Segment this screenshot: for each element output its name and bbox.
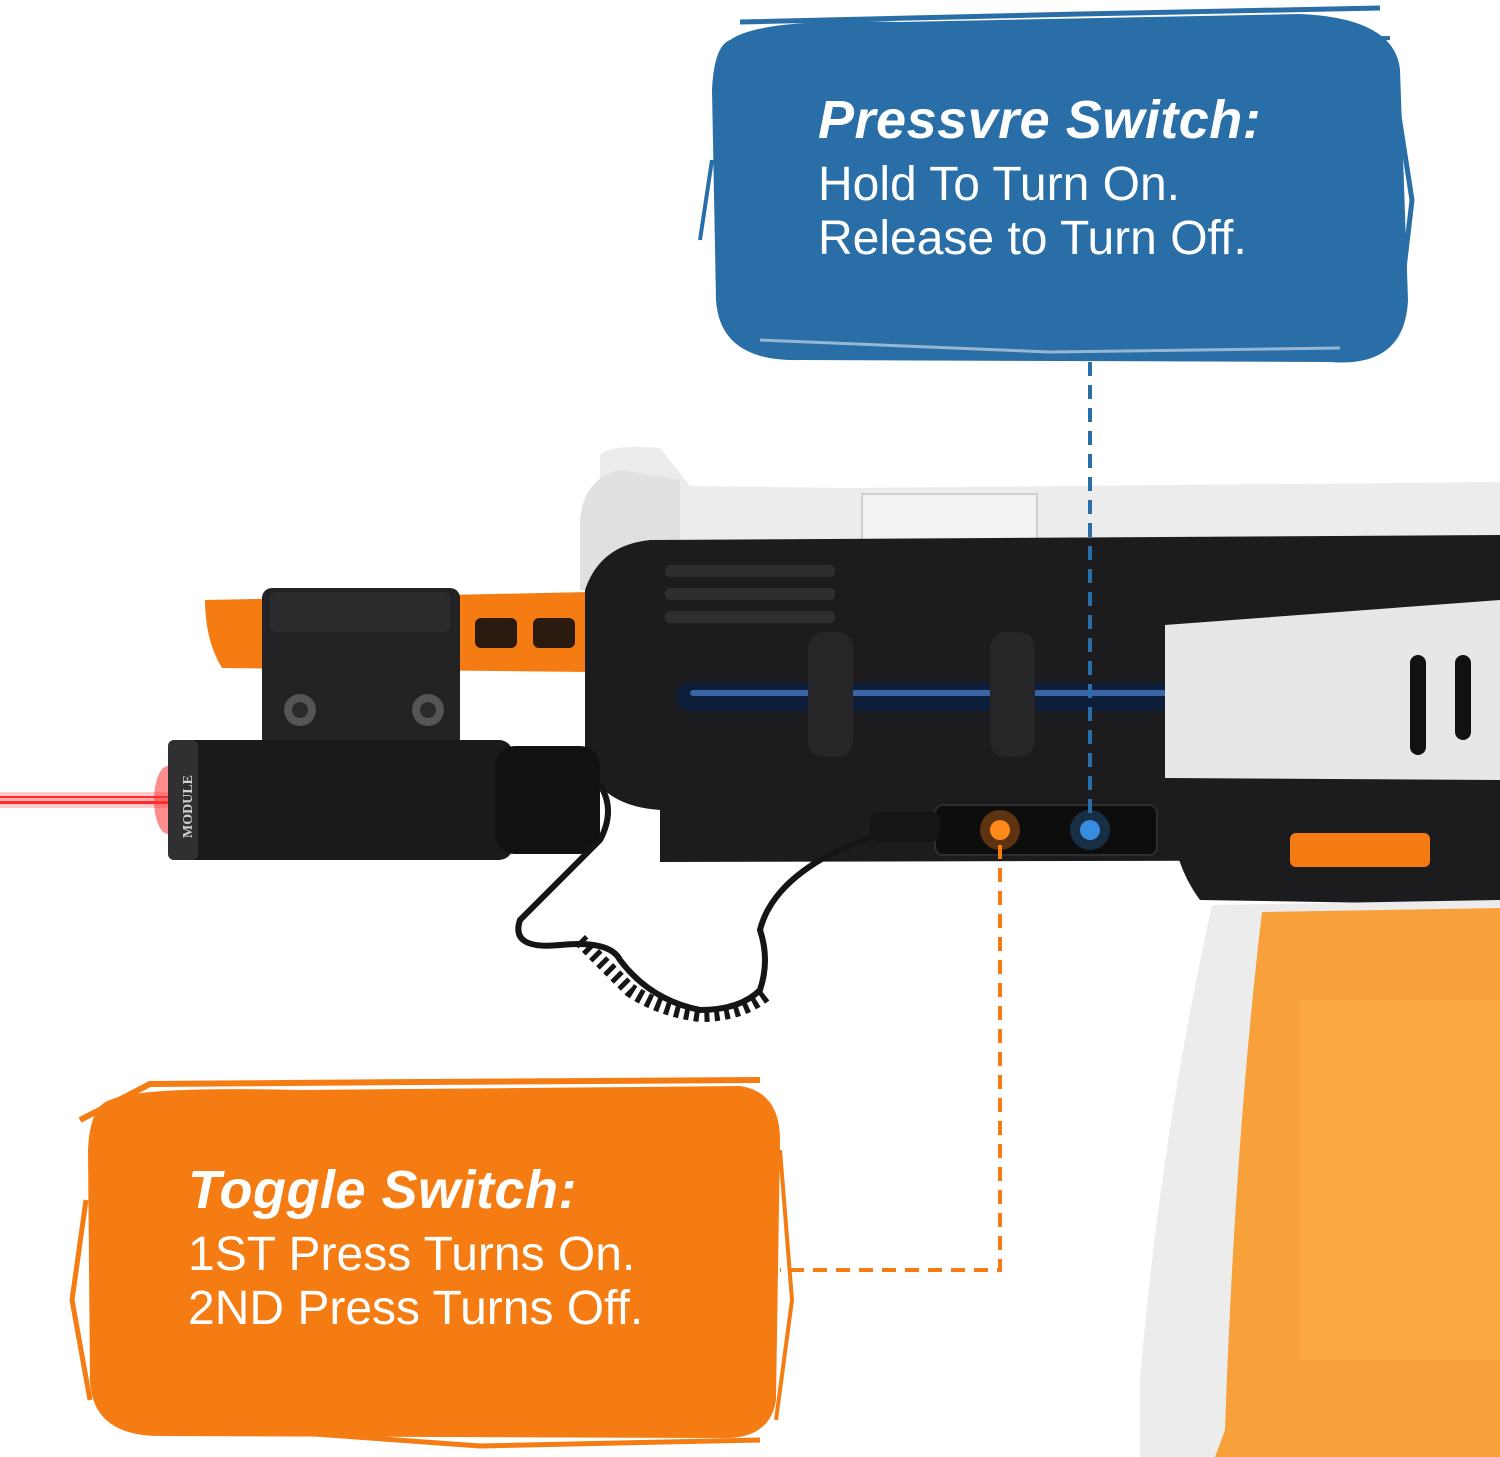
laser-module-label: MODULE — [181, 775, 196, 838]
laser-beam — [0, 766, 182, 834]
toggle-switch-callout: Toggle Switch: 1ST Press Turns On. 2ND P… — [188, 1160, 643, 1336]
pressure-switch-callout-bg — [698, 5, 1415, 363]
toggle-switch-line-1: 1ST Press Turns On. — [188, 1228, 636, 1282]
toggle-switch-line-2: 2ND Press Turns Off. — [188, 1282, 644, 1336]
pressure-switch-callout: Pressvre Switch: Hold To Turn On. Releas… — [818, 90, 1261, 266]
pressure-switch-title: Pressvre Switch: — [818, 90, 1262, 150]
toggle-switch-title: Toggle Switch: — [188, 1160, 577, 1220]
switch-indicators — [980, 810, 1110, 850]
pressure-switch-line-2: Release to Turn Off. — [818, 212, 1247, 266]
toggle-switch-callout-bg — [69, 1077, 795, 1449]
laser-module: MODULE — [168, 588, 891, 1023]
pressure-switch-line-1: Hold To Turn On. — [818, 158, 1180, 212]
toggle-leader-line — [780, 845, 1002, 1272]
